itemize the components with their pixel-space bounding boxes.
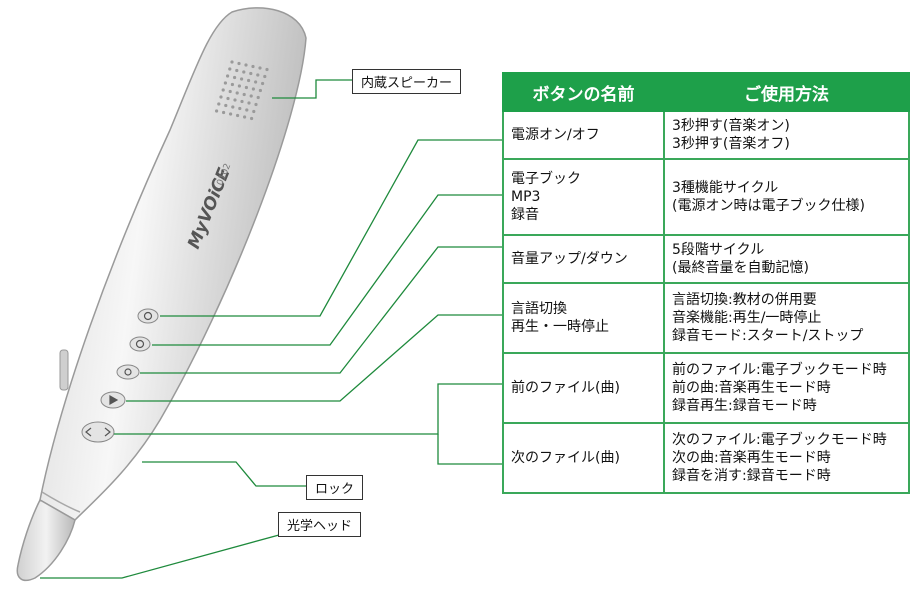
header-button-name: ボタンの名前 xyxy=(502,72,665,112)
grille-dot xyxy=(230,60,234,64)
grille-dot xyxy=(235,91,239,95)
grille-dot xyxy=(247,101,251,105)
grille-dot xyxy=(254,102,258,107)
table-row: 電源オン/オフ 3秒押す(音楽オン) 3秒押す(音楽オフ) xyxy=(502,110,910,160)
grille-dot xyxy=(243,115,247,119)
play-line xyxy=(126,314,502,402)
grille-dot xyxy=(258,66,262,70)
pen-body xyxy=(39,7,307,521)
grille-dot xyxy=(249,94,253,98)
grille-dot xyxy=(231,105,235,109)
speaker-line xyxy=(272,79,352,99)
grille-dot xyxy=(217,102,221,106)
grille-dot xyxy=(223,81,227,85)
row-usage: 前のファイル:電子ブックモード時 前の曲:音楽再生モード時 録音再生:録音モード… xyxy=(663,352,910,424)
speaker-grille xyxy=(215,60,269,121)
header-usage: ご使用方法 xyxy=(663,72,910,112)
prev-next-button[interactable] xyxy=(81,421,115,443)
prev-next-icon xyxy=(85,427,111,437)
grille-dot xyxy=(219,95,223,99)
grille-dot xyxy=(263,74,267,79)
lock-label: ロック xyxy=(306,475,364,500)
grille-dot xyxy=(254,80,258,84)
grille-dot xyxy=(237,61,241,66)
grille-dot xyxy=(250,116,254,121)
grille-dot xyxy=(224,103,228,108)
volume-icon xyxy=(124,368,132,376)
grille-dot xyxy=(238,106,242,111)
grille-dot xyxy=(244,63,248,67)
table-header-row: ボタンの名前 ご使用方法 xyxy=(502,72,910,112)
row-usage: 3種機能サイクル (電源オン時は電子ブック仕様) xyxy=(663,158,910,236)
grille-dot xyxy=(247,78,251,83)
row-name: 電子ブック MP3 録音 xyxy=(502,158,665,236)
grille-dot xyxy=(226,96,230,101)
button-usage-table: ボタンの名前 ご使用方法 電源オン/オフ 3秒押す(音楽オン) 3秒押す(音楽オ… xyxy=(502,72,910,494)
play-icon xyxy=(109,394,119,406)
grille-dot xyxy=(233,98,237,102)
lock-slider xyxy=(59,349,69,391)
grille-dot xyxy=(256,73,260,77)
grille-dot xyxy=(222,110,226,115)
row-name: 言語切換 再生・一時停止 xyxy=(502,282,665,354)
grille-dot xyxy=(230,82,234,87)
grille-dot xyxy=(245,108,249,112)
grille-dot xyxy=(258,88,262,93)
grille-dot xyxy=(242,92,246,97)
lock-line xyxy=(142,461,306,487)
volume-button[interactable] xyxy=(116,364,140,380)
mode-icon xyxy=(135,339,145,349)
grille-dot xyxy=(242,70,246,74)
grille-dot xyxy=(265,67,269,72)
row-usage: 次のファイル:電子ブックモード時 次の曲:音楽再生モード時 録音を消す:録音モー… xyxy=(663,422,910,494)
grille-dot xyxy=(240,99,244,104)
grille-dot xyxy=(256,95,260,100)
grille-dot xyxy=(261,81,265,86)
mode-line xyxy=(152,194,502,346)
prev-next-line-2 xyxy=(437,434,502,465)
table-row: 音量アップ/ダウン 5段階サイクル (最終音量を自動記憶) xyxy=(502,234,910,284)
grille-dot xyxy=(215,109,219,113)
grille-dot xyxy=(226,74,230,78)
pen-tip xyxy=(16,498,76,582)
speaker-label: 内蔵スピーカー xyxy=(352,69,462,94)
grille-dot xyxy=(251,64,255,69)
grille-dot xyxy=(237,84,241,88)
power-line xyxy=(160,139,502,317)
row-usage: 3秒押す(音楽オン) 3秒押す(音楽オフ) xyxy=(663,110,910,160)
table-row: 電子ブック MP3 録音 3種機能サイクル (電源オン時は電子ブック仕様) xyxy=(502,158,910,236)
grille-dot xyxy=(228,67,232,71)
grille-dot xyxy=(228,89,232,94)
grille-dot xyxy=(249,71,253,76)
mode-button[interactable] xyxy=(129,336,151,352)
grille-dot xyxy=(236,113,240,118)
table-row: 言語切換 再生・一時停止 言語切換:教材の併用要 音楽機能:再生/一時停止 録音… xyxy=(502,282,910,354)
table-row: 次のファイル(曲) 次のファイル:電子ブックモード時 次の曲:音楽再生モード時 … xyxy=(502,422,910,494)
prev-next-line xyxy=(114,383,502,435)
grille-dot xyxy=(252,109,256,114)
power-icon xyxy=(143,311,153,321)
grille-dot xyxy=(251,87,255,91)
grille-dot xyxy=(244,85,248,90)
grille-dot xyxy=(229,112,233,116)
grille-dot xyxy=(235,68,239,73)
power-button[interactable] xyxy=(137,308,159,324)
table-row: 前のファイル(曲) 前のファイル:電子ブックモード時 前の曲:音楽再生モード時 … xyxy=(502,352,910,424)
grille-dot xyxy=(233,75,237,80)
row-name: 前のファイル(曲) xyxy=(502,352,665,424)
optical-line xyxy=(40,531,291,579)
grille-dot xyxy=(240,77,244,81)
volume-line xyxy=(140,246,502,374)
row-name: 電源オン/オフ xyxy=(502,110,665,160)
row-usage: 5段階サイクル (最終音量を自動記憶) xyxy=(663,234,910,284)
grille-dot xyxy=(221,88,225,92)
row-name: 次のファイル(曲) xyxy=(502,422,665,494)
grip-seam xyxy=(41,491,81,513)
optical-head-label: 光学ヘッド xyxy=(278,512,362,537)
row-name: 音量アップ/ダウン xyxy=(502,234,665,284)
row-usage: 言語切換:教材の併用要 音楽機能:再生/一時停止 録音モード:スタート/ストップ xyxy=(663,282,910,354)
